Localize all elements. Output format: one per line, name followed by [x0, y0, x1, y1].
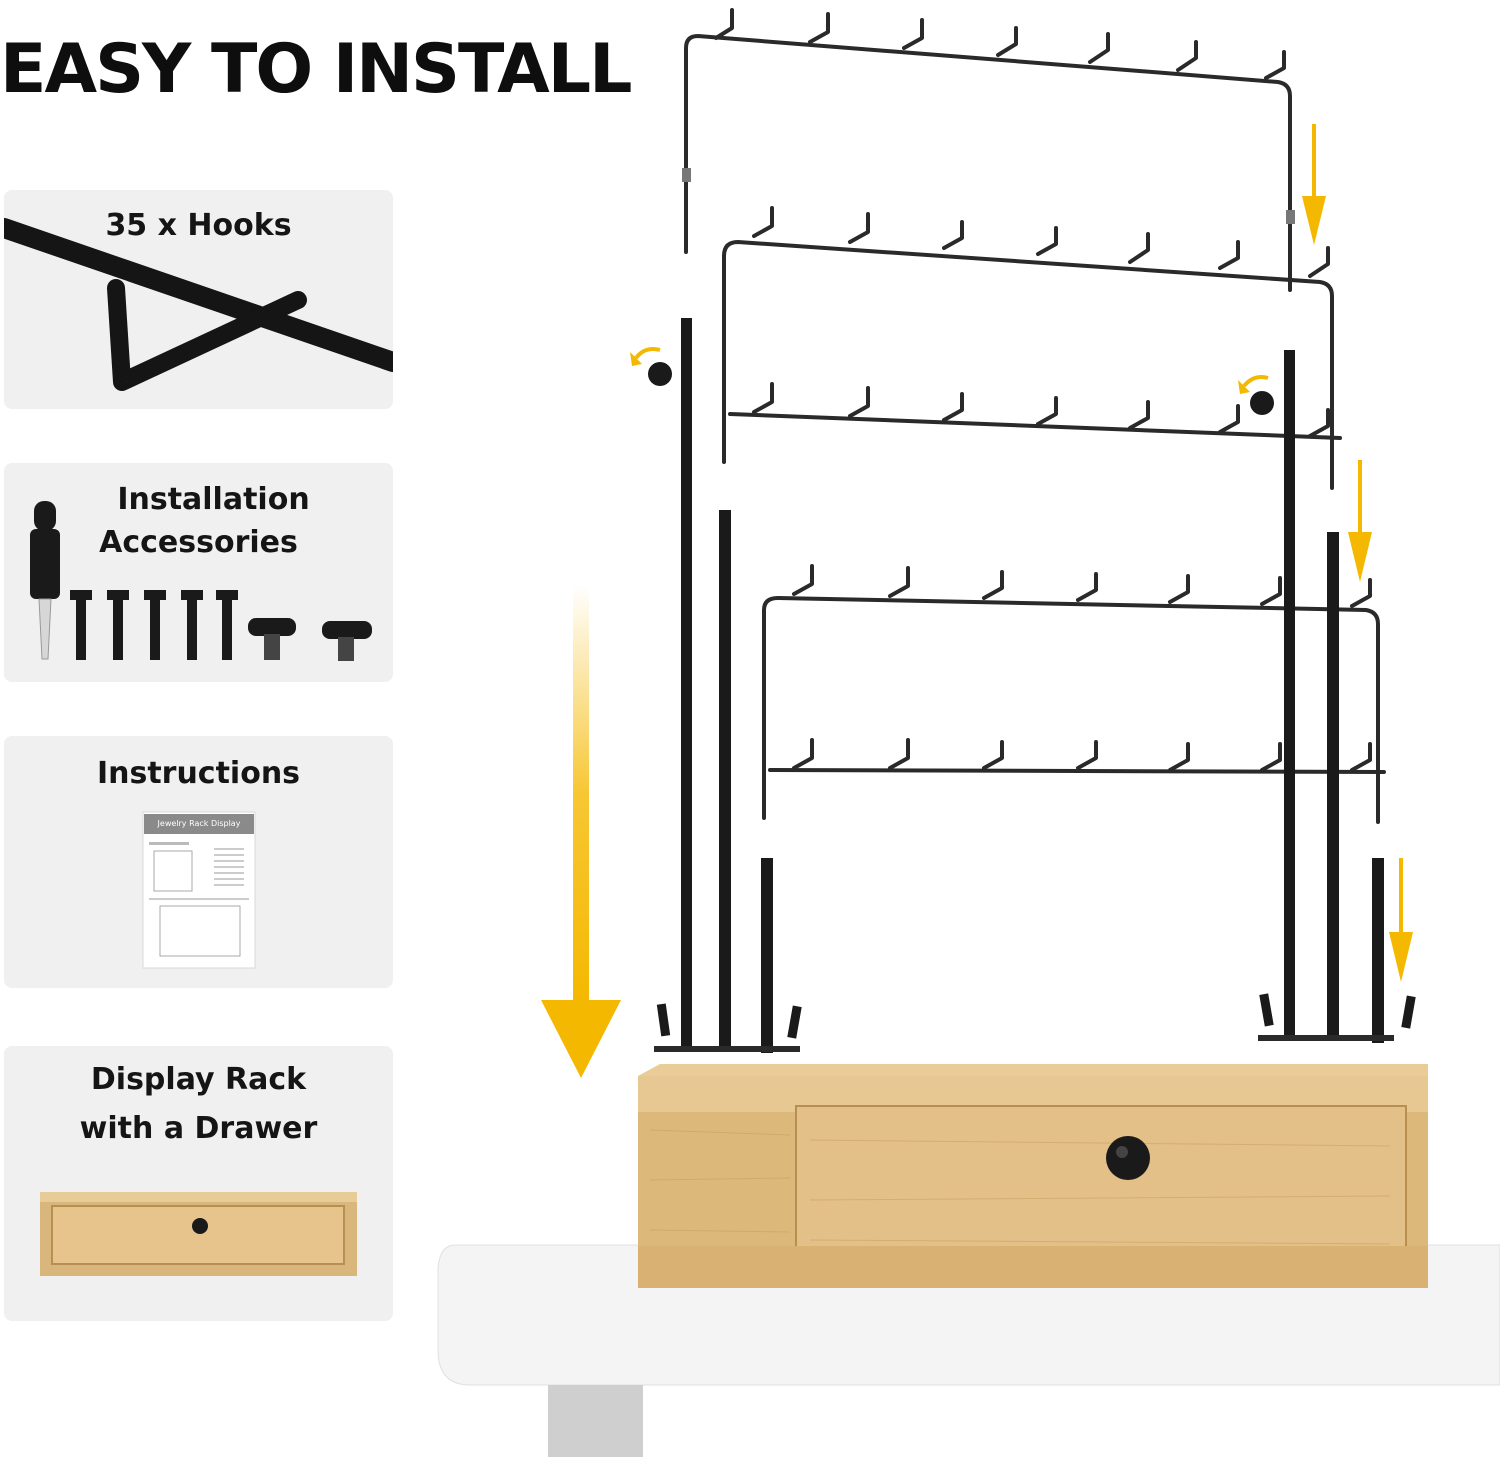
- card-drawer-title-1: Display Rack: [90, 1062, 307, 1097]
- rotate-arrow-icon-1: [634, 347, 661, 360]
- arrow-down-icon-large: [541, 585, 621, 1078]
- knob-icon-right: [1250, 391, 1274, 415]
- screw-icon-3: [144, 590, 166, 660]
- card-accessories: Installation Accessories: [4, 463, 393, 682]
- vertical-posts: [681, 318, 1384, 1053]
- knob-icon-1: [248, 618, 296, 660]
- top-hook-frame: [684, 8, 1292, 292]
- card-accessories-title-1: Installation: [117, 482, 310, 517]
- screw-icon-4: [181, 590, 203, 660]
- knob-icon-left: [648, 362, 672, 386]
- arrow-down-icon-3: [1389, 858, 1413, 982]
- drawer-icon: [40, 1192, 357, 1276]
- instruction-sheet-icon: [142, 811, 256, 969]
- card-instructions-title: Instructions: [96, 756, 301, 791]
- card-instructions: Instructions: [4, 736, 393, 988]
- card-hooks: 35 x Hooks: [4, 190, 393, 409]
- card-accessories-title-2: Accessories: [99, 525, 298, 560]
- screw-icon-2: [107, 590, 129, 660]
- knob-icon-2: [322, 621, 372, 661]
- base-plates: [654, 993, 1416, 1052]
- wooden-drawer-base: [638, 1064, 1428, 1288]
- card-drawer: Display Rack with a Drawer: [4, 1046, 393, 1321]
- rotate-arrow-icon-2: [1242, 375, 1269, 388]
- card-drawer-title-2: with a Drawer: [79, 1111, 318, 1146]
- arrow-down-icon-1: [1302, 124, 1326, 245]
- accessories-illustration: [30, 501, 372, 661]
- card-hooks-title: 35 x Hooks: [105, 208, 292, 243]
- hook-icon: [4, 218, 393, 391]
- instruction-doc-heading: Jewelry Rack Display: [144, 814, 254, 834]
- drawer-knob-icon: [1106, 1136, 1150, 1180]
- screw-icon-1: [70, 590, 92, 660]
- lower-hook-frame: [762, 564, 1386, 824]
- arrow-down-icon-2: [1348, 460, 1372, 582]
- screw-icon-5: [216, 590, 238, 660]
- headline: EASY TO INSTALL: [0, 30, 632, 109]
- middle-hook-frame: [722, 206, 1342, 490]
- screwdriver-icon: [30, 501, 60, 660]
